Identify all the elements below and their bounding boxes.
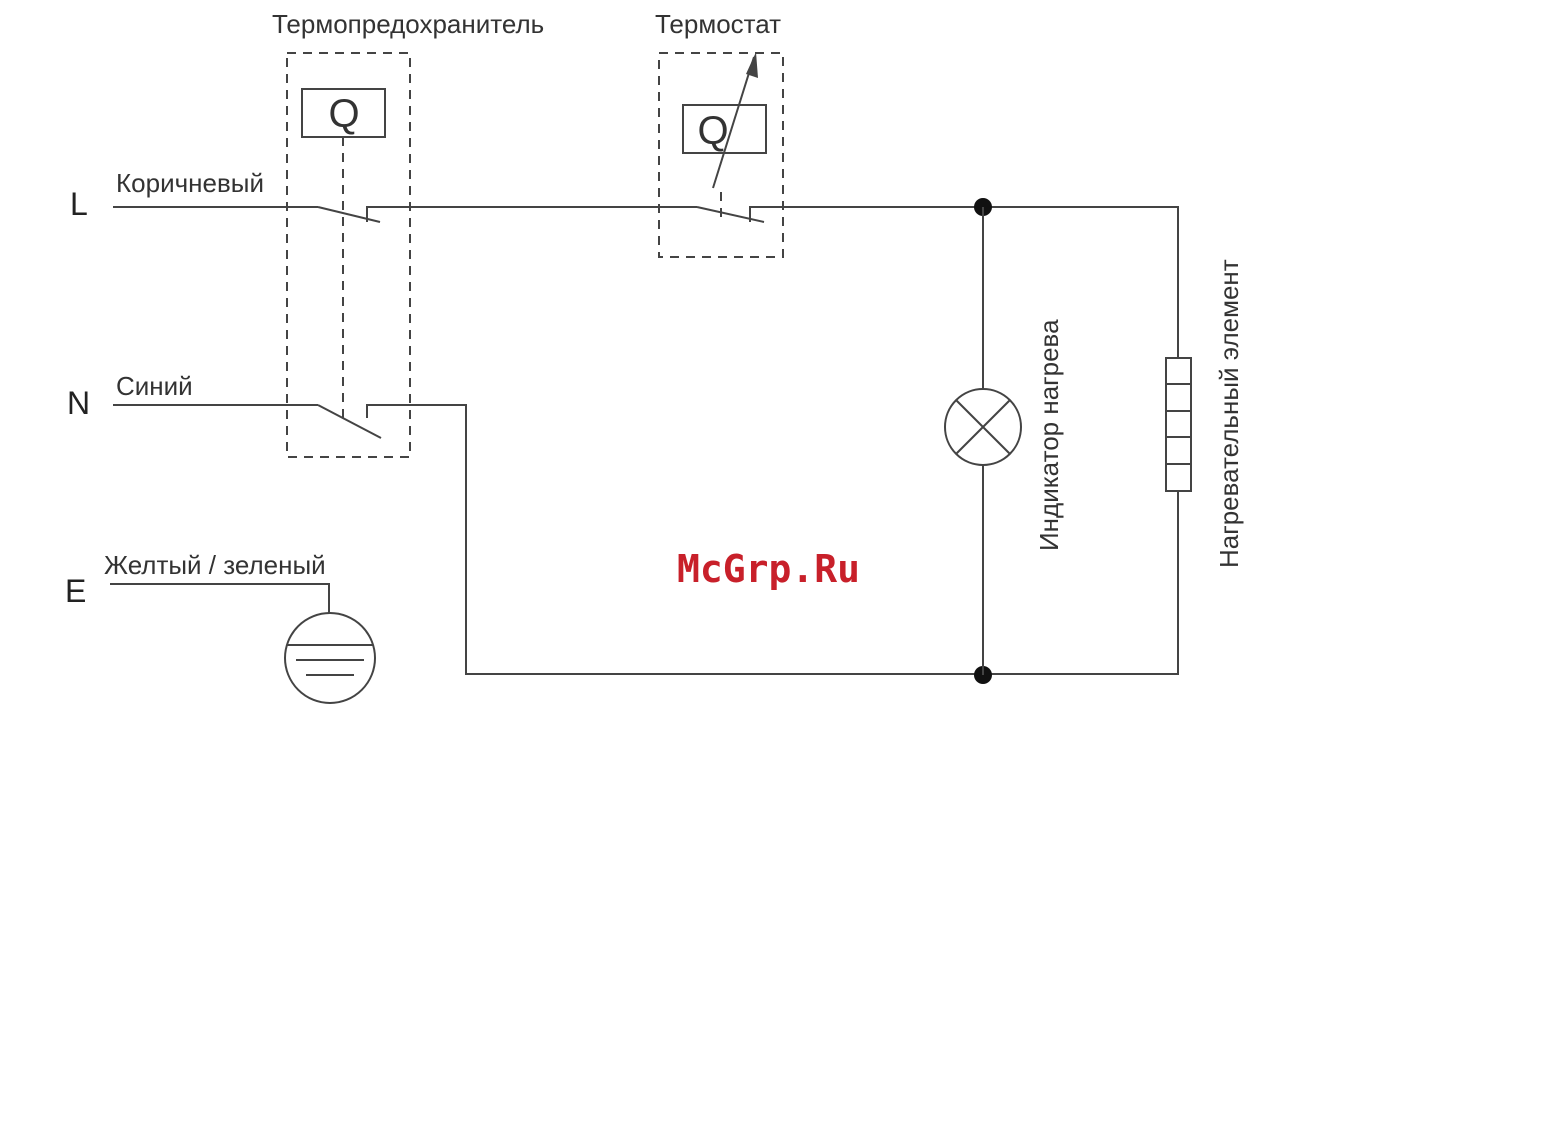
thermostat-enclosure (659, 53, 783, 257)
heating-element-icon (1166, 358, 1191, 491)
thermal-fuse-label: Термопредохранитель (272, 9, 544, 39)
thermostat-switch (697, 207, 764, 222)
thermostat-arrow-head-icon (746, 52, 758, 78)
blue-wire-label: Синий (116, 371, 193, 401)
heating-element-label: Нагревательный элемент (1214, 259, 1244, 568)
yellow-green-wire-label: Желтый / зеленый (104, 550, 326, 580)
live-wire-mid (367, 207, 697, 222)
thermal-fuse-live-switch (318, 207, 380, 222)
terminal-live: L (70, 186, 88, 222)
thermostat-q-symbol: Q (697, 109, 728, 153)
ground-symbol-icon (285, 613, 375, 703)
thermostat-label: Термостат (655, 9, 781, 39)
thermal-fuse-q-symbol: Q (328, 92, 359, 136)
brown-wire-label: Коричневый (116, 168, 264, 198)
terminal-neutral: N (67, 385, 90, 421)
watermark-text: McGrp.Ru (677, 547, 860, 591)
terminal-earth: E (65, 573, 86, 609)
thermal-fuse-neutral-switch (318, 405, 381, 438)
heat-indicator-label: Индикатор нагрева (1034, 319, 1064, 551)
